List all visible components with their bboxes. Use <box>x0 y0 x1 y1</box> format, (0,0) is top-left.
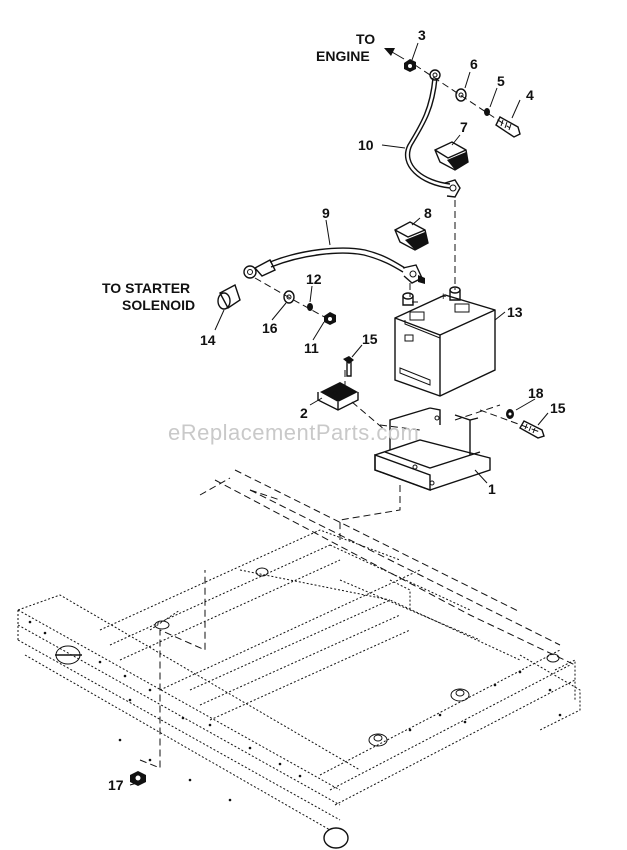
callout-4: 4 <box>526 87 534 103</box>
engine-note-line1: TO <box>356 31 375 47</box>
battery-tray <box>249 404 501 540</box>
frame-assembly <box>17 469 581 849</box>
callout-10: 10 <box>358 137 374 153</box>
engine-note-line2: ENGINE <box>316 48 370 64</box>
callout-5: 5 <box>497 73 505 89</box>
tray-mounting-hardware <box>479 409 545 439</box>
callout-14: 14 <box>200 332 216 348</box>
cable-positive <box>404 59 521 290</box>
callout-11: 11 <box>304 340 319 356</box>
hold-down-bracket <box>317 356 386 431</box>
callout-2: 2 <box>300 405 308 421</box>
watermark: eReplacementParts.com <box>168 420 419 445</box>
callout-8: 8 <box>424 205 432 221</box>
starter-note-line2: SOLENOID <box>122 297 195 313</box>
callout-6: 6 <box>470 56 478 72</box>
battery: + <box>394 286 496 397</box>
cable-negative <box>217 221 429 325</box>
callout-15-right: 15 <box>550 400 566 416</box>
callout-15-upper: 15 <box>362 331 378 347</box>
callout-1: 1 <box>488 481 496 497</box>
callout-7: 7 <box>460 119 468 135</box>
callout-3: 3 <box>418 27 426 43</box>
callout-9: 9 <box>322 205 330 221</box>
callout-13: 13 <box>507 304 523 320</box>
callout-16: 16 <box>262 320 278 336</box>
svg-text:+: + <box>440 291 446 303</box>
leader-lines <box>129 42 549 786</box>
callout-17: 17 <box>108 777 124 793</box>
starter-note-line1: TO STARTER <box>102 280 190 296</box>
callout-18: 18 <box>528 385 544 401</box>
callout-12: 12 <box>306 271 322 287</box>
